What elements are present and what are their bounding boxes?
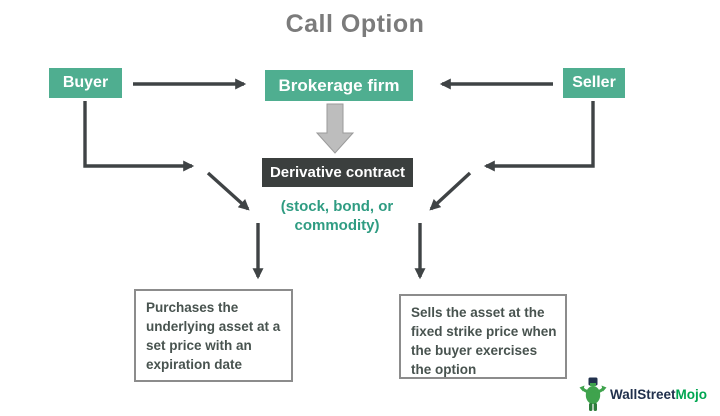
buyer-action-line: underlying asset at a bbox=[146, 319, 281, 334]
buyer-action-box: Purchases the underlying asset at a set … bbox=[134, 289, 293, 382]
seller-action-line: the option bbox=[411, 362, 477, 377]
seller-action-line: the buyer exercises bbox=[411, 343, 538, 358]
note-line: (stock, bond, or bbox=[280, 198, 394, 215]
brokerage-firm-label: Brokerage firm bbox=[278, 75, 400, 95]
right-diagonal-arrow bbox=[429, 171, 472, 211]
wallstreetmojo-wordmark: WallStreetMojo bbox=[610, 387, 707, 402]
buyer-node: Buyer bbox=[49, 68, 122, 98]
derivative-contract-node: Derivative contract bbox=[262, 158, 413, 187]
derivative-contract-label: Derivative contract bbox=[269, 164, 406, 181]
brokerage-to-derivative-block-arrow bbox=[315, 103, 355, 154]
seller-action-line: fixed strike price when bbox=[411, 324, 557, 339]
underlying-asset-note: (stock, bond, or commodity) bbox=[252, 197, 422, 235]
buyer-elbow-arrow bbox=[83, 101, 195, 172]
brokerage-firm-node: Brokerage firm bbox=[265, 70, 413, 101]
buyer-action-line: set price with an bbox=[146, 338, 252, 353]
buyer-action-line: expiration date bbox=[146, 357, 243, 372]
seller-label: Seller bbox=[572, 74, 616, 91]
left-diagonal-arrow bbox=[206, 171, 250, 211]
wallstreetmojo-logo: WallStreetMojo bbox=[579, 376, 707, 412]
note-line: commodity) bbox=[294, 217, 380, 234]
buyer-label: Buyer bbox=[62, 74, 109, 91]
logo-wallstreet-text: WallStreet bbox=[610, 386, 676, 402]
seller-node: Seller bbox=[563, 68, 625, 98]
seller-action-line: Sells the asset at the bbox=[411, 305, 545, 320]
seller-action-box: Sells the asset at the fixed strike pric… bbox=[399, 294, 567, 379]
wallstreetmojo-bull-icon bbox=[579, 377, 607, 411]
buyer-action-line: Purchases the bbox=[146, 300, 239, 315]
logo-mojo-text: Mojo bbox=[675, 386, 708, 402]
diagram-title: Call Option bbox=[285, 10, 425, 38]
seller-elbow-arrow bbox=[483, 101, 595, 172]
